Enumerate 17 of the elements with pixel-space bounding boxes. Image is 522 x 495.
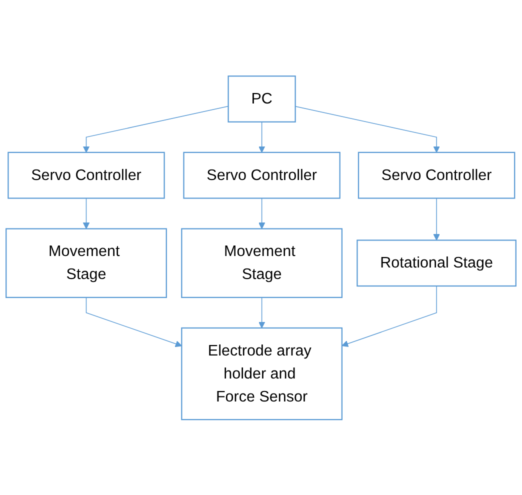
arrow: [82, 198, 90, 229]
node-box: Servo Controller: [358, 152, 516, 198]
node-box: Rotational Stage: [356, 239, 516, 286]
arrow: [258, 296, 266, 328]
arrow: [294, 106, 440, 152]
node-box: PC: [228, 75, 296, 122]
node-box: Servo Controller: [8, 152, 165, 198]
node-box: Movement Stage: [6, 228, 167, 298]
arrow: [258, 121, 266, 152]
arrow: [342, 285, 437, 347]
node-box: Electrode array holder and Force Sensor: [181, 327, 343, 420]
arrow: [258, 198, 266, 229]
arrow: [433, 198, 440, 240]
arrow: [86, 296, 182, 347]
node-box: Servo Controller: [183, 152, 340, 198]
arrow: [82, 106, 229, 152]
node-box: Movement Stage: [181, 228, 343, 298]
